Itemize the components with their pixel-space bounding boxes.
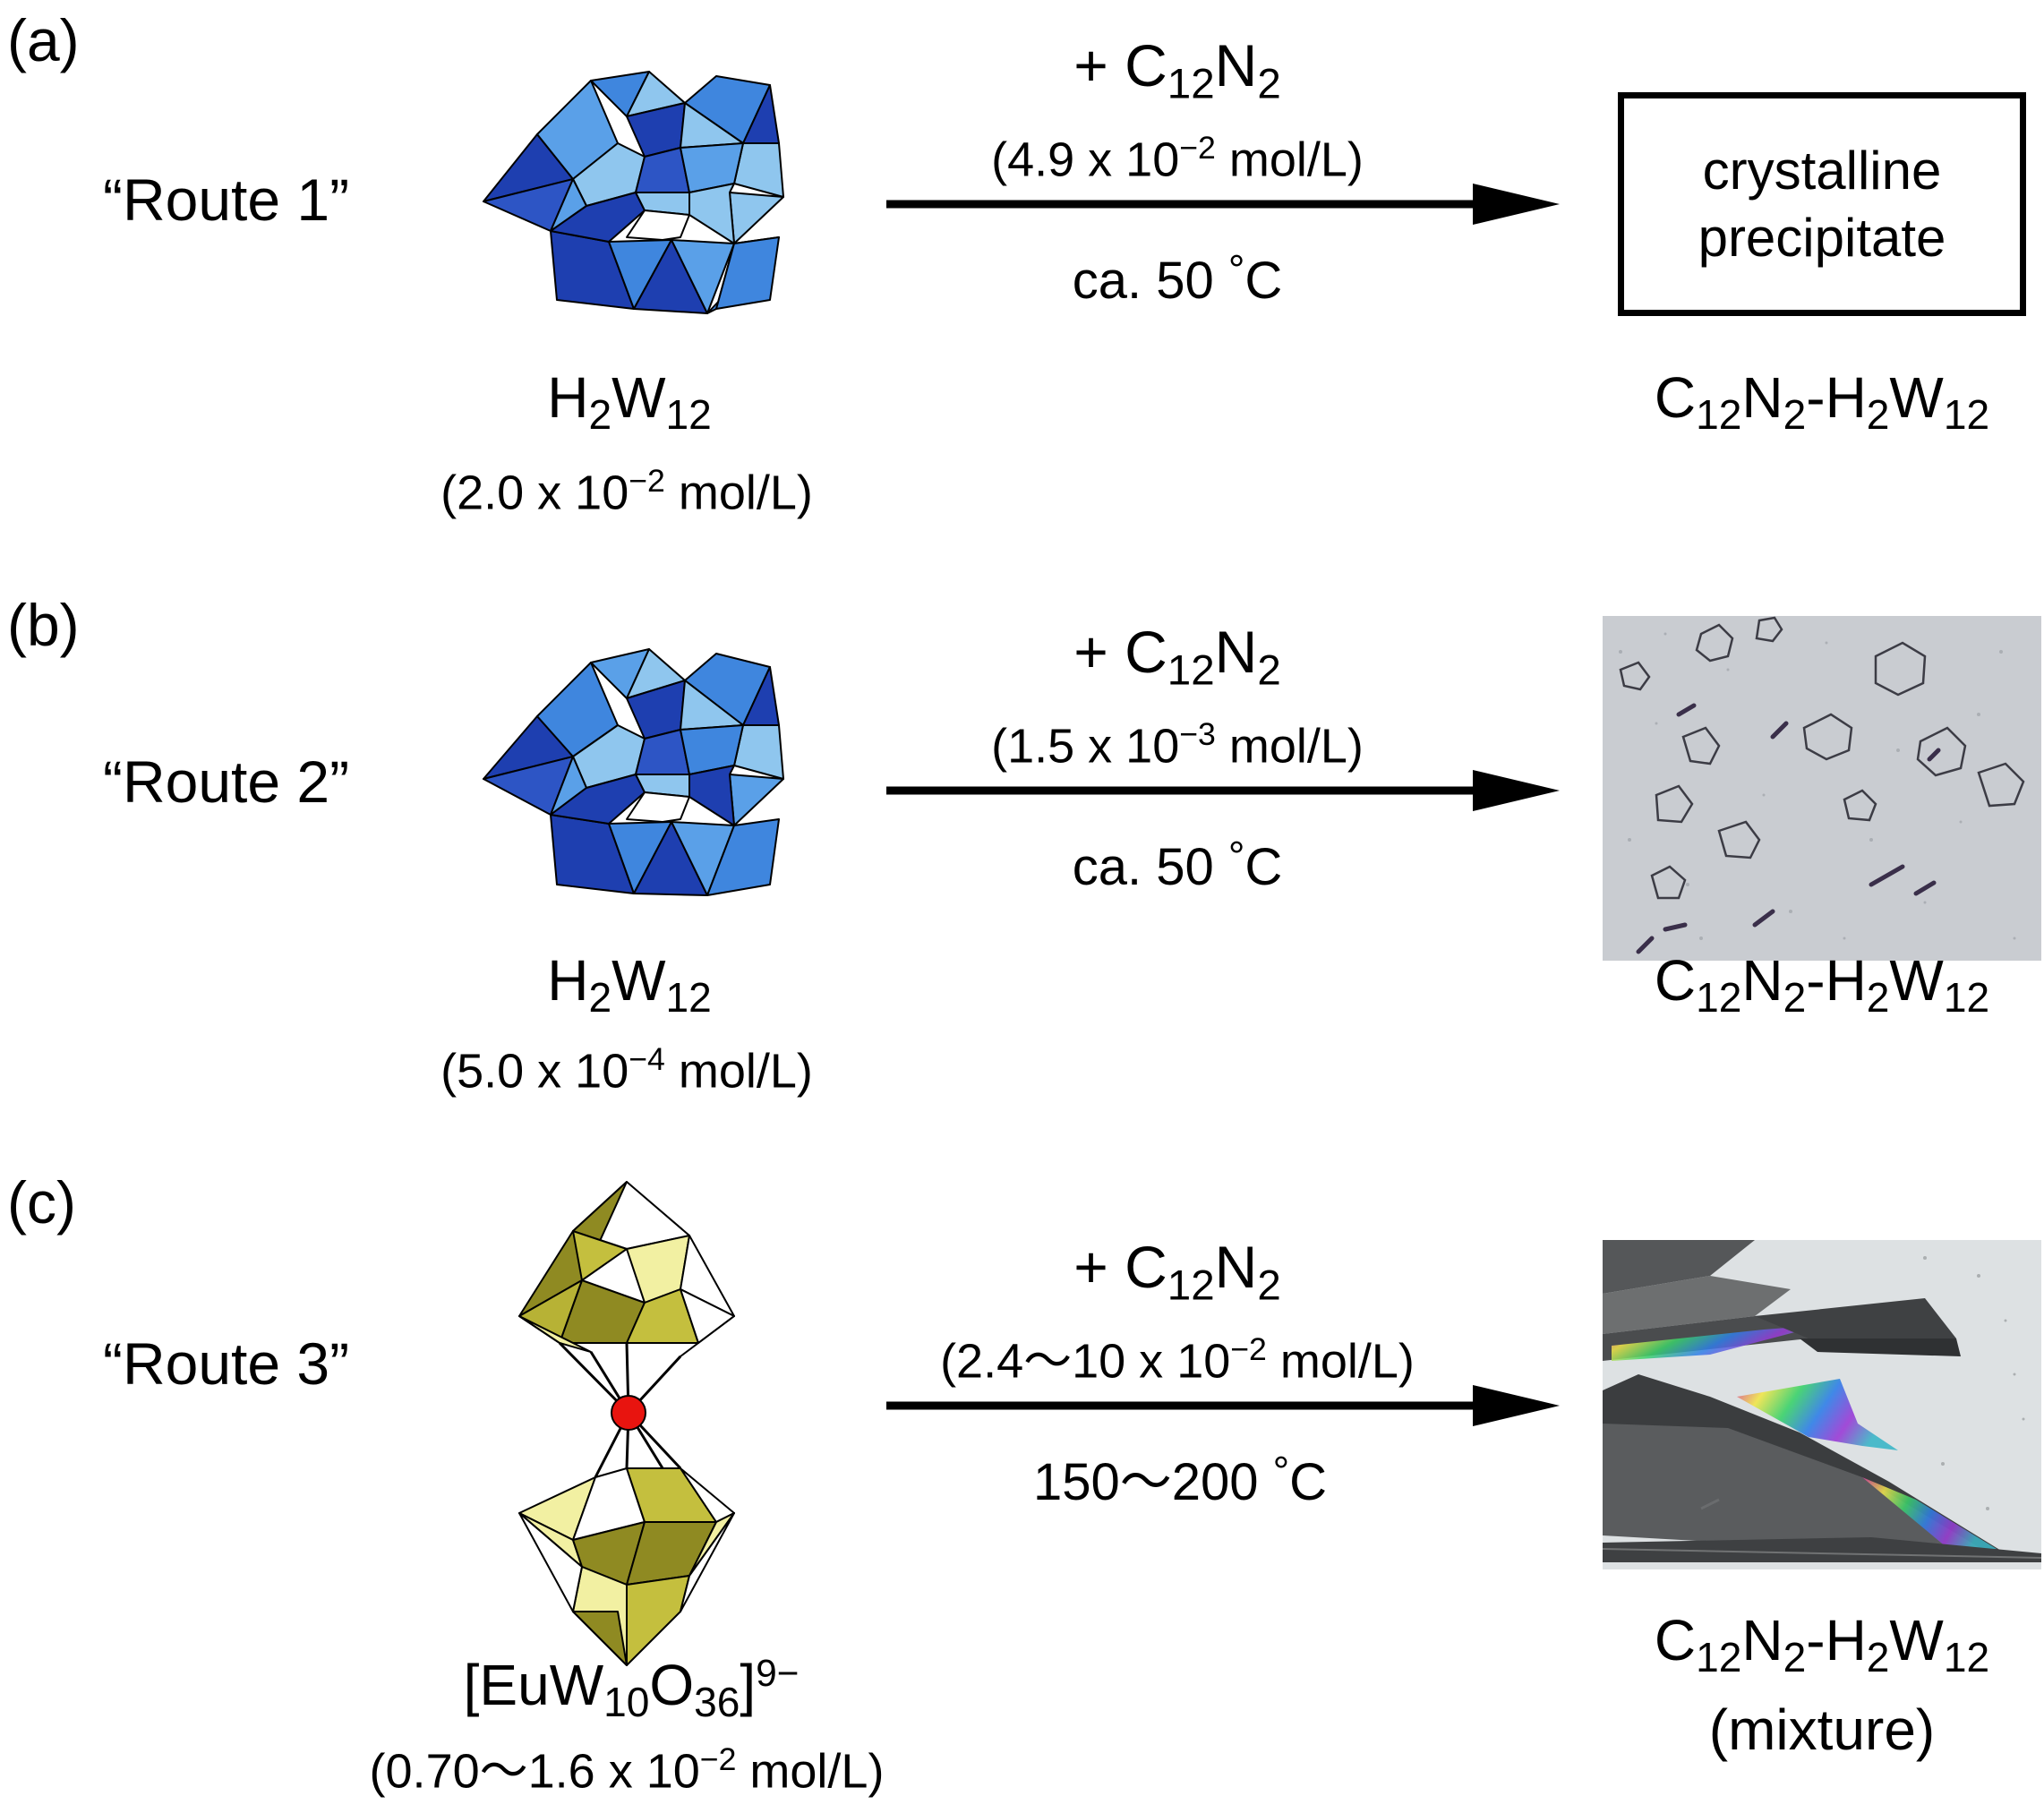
- temperature-b: ca. 50 °C: [1072, 833, 1283, 897]
- reagent-b: + C12N2: [1073, 619, 1281, 695]
- micrograph-route-2-image: [1603, 616, 2041, 961]
- reagent-conc-b: (1.5 x 10−3 mol/L): [991, 716, 1364, 774]
- route-2-label: “Route 2”: [103, 748, 350, 815]
- panel-label-b: (b): [7, 592, 80, 658]
- route-3-label: “Route 3”: [103, 1330, 350, 1397]
- temperature-c: 150〜200 °C: [1032, 1448, 1328, 1512]
- reaction-arrow-b: [886, 770, 1560, 811]
- route-1-label: “Route 1”: [103, 167, 350, 233]
- reagent-conc-c: (2.4〜10 x 10−2 mol/L): [940, 1331, 1415, 1389]
- product-box-line-2: precipitate: [1698, 208, 1946, 268]
- reactant-formula-c: [EuW10O36]9−: [463, 1652, 800, 1725]
- euw10o36-polyhedron: [518, 1181, 735, 1666]
- reagent-conc-a: (4.9 x 10−2 mol/L): [991, 130, 1364, 187]
- reagent-a: + C12N2: [1073, 32, 1281, 108]
- h2w12-polyhedron-b: [483, 648, 784, 896]
- reactant-formula-a: H2W12: [547, 365, 712, 438]
- reactant-conc-c: (0.70〜1.6 x 10−2 mol/L): [369, 1741, 885, 1799]
- reactant-conc-a: (2.0 x 10−2 mol/L): [440, 463, 813, 520]
- reactant-formula-b: H2W12: [547, 948, 712, 1021]
- product-box-a: crystalline precipitate: [1618, 92, 2026, 316]
- reaction-arrow-c: [886, 1385, 1560, 1426]
- h2w12-polyhedron-a: [483, 71, 784, 314]
- product-note-c: (mixture): [1708, 1698, 1936, 1762]
- product-c: C12N2-H2W12: [1654, 1608, 1990, 1680]
- panel-label-c: (c): [7, 1169, 76, 1236]
- europium-atom: [611, 1395, 646, 1431]
- product-a: C12N2-H2W12: [1654, 365, 1990, 438]
- micrograph-route-2: [1603, 616, 2041, 961]
- micrograph-route-3: [1603, 1240, 2041, 1569]
- reaction-arrow-a: [886, 184, 1560, 225]
- temperature-a: ca. 50 °C: [1072, 246, 1283, 311]
- micrograph-route-3-image: [1603, 1240, 2041, 1569]
- product-b: C12N2-H2W12: [1654, 948, 1990, 1021]
- reactant-conc-b: (5.0 x 10−4 mol/L): [440, 1041, 813, 1099]
- panel-label-a: (a): [7, 7, 80, 73]
- product-box-line-1: crystalline: [1702, 141, 1942, 201]
- reagent-c: + C12N2: [1073, 1234, 1281, 1310]
